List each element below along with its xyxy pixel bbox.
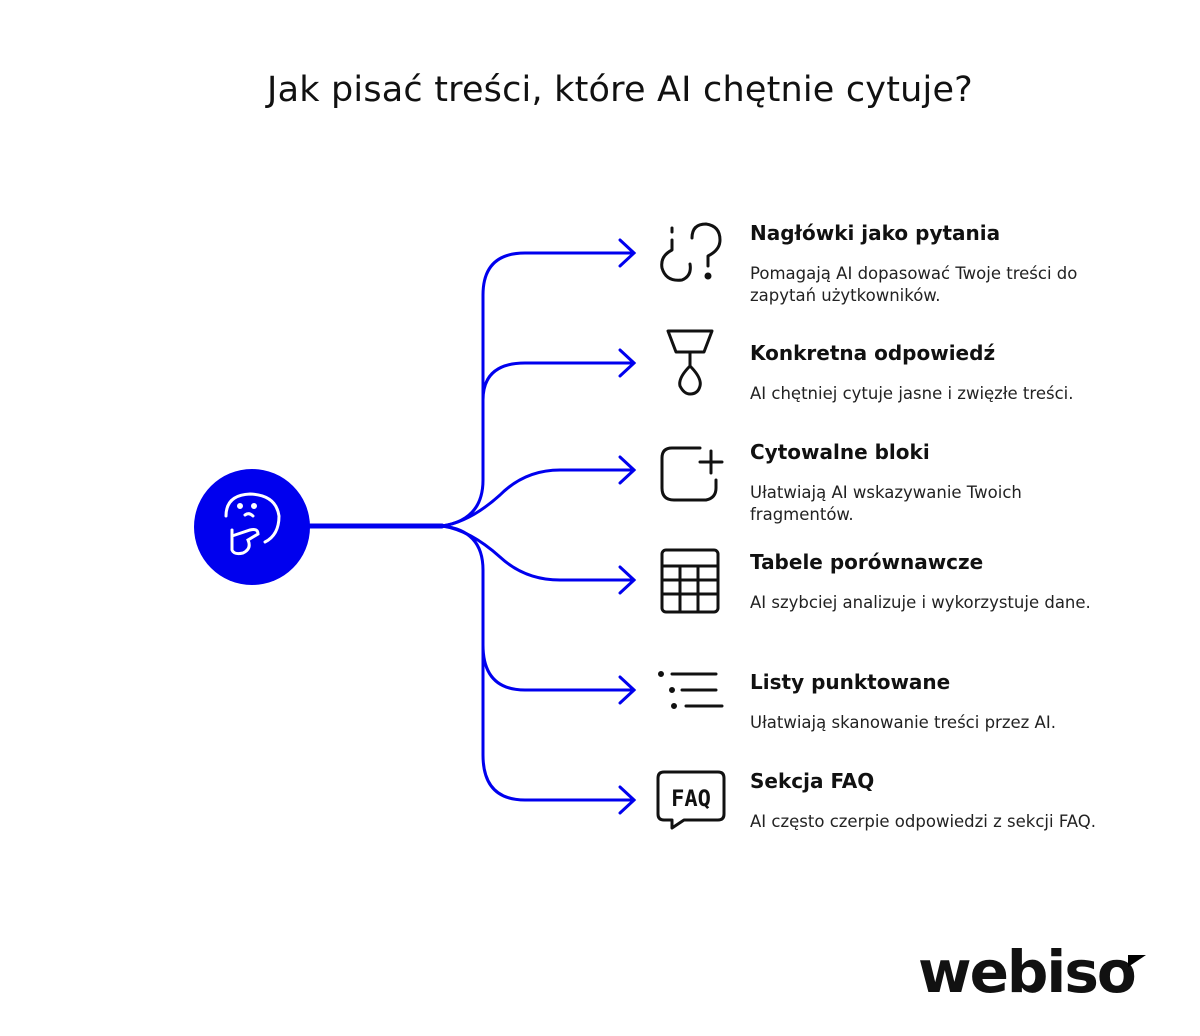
table-icon: [660, 548, 720, 614]
logo-accent-mark: [1128, 955, 1146, 967]
bullet-list-icon: [658, 671, 724, 709]
item-headings-as-questions: Nagłówki jako pytania Pomagają AI dopaso…: [750, 221, 1120, 307]
item-description: AI często czerpie odpowiedzi z sekcji FA…: [750, 812, 1097, 831]
item-bullet-lists: Listy punktowane Ułatwiają skanowanie tr…: [750, 670, 1120, 734]
item-faq-section: Sekcja FAQ AI często czerpie odpowiedzi …: [750, 769, 1120, 833]
item-title: Sekcja FAQ: [750, 769, 875, 793]
question-marks-icon: [660, 222, 722, 282]
add-block-icon: [660, 446, 724, 502]
branch-2: [481, 361, 635, 402]
item-description: Pomagają AI dopasować Twoje treści do za…: [750, 264, 1078, 305]
branch-6: [481, 618, 635, 802]
faq-bubble-icon: [656, 770, 726, 830]
item-title: Konkretna odpowiedź: [750, 341, 996, 365]
branch-5: [440, 524, 635, 692]
item-title: Tabele porównawcze: [750, 550, 984, 574]
item-title: Cytowalne bloki: [750, 440, 930, 464]
item-description: AI szybciej analizuje i wykorzystuje dan…: [750, 593, 1091, 612]
thinking-face-icon: [224, 492, 281, 556]
item-description: Ułatwiają skanowanie treści przez AI.: [750, 713, 1056, 732]
branch-1: [440, 251, 635, 528]
center-node: [194, 469, 310, 585]
item-title: Listy punktowane: [750, 670, 951, 694]
item-citable-blocks: Cytowalne bloki Ułatwiają AI wskazywanie…: [750, 440, 1120, 526]
item-title: Nagłówki jako pytania: [750, 221, 1001, 245]
item-comparison-tables: Tabele porównawcze AI szybciej analizuje…: [750, 550, 1120, 614]
lamp-icon: [666, 329, 714, 396]
arrowheads: [618, 238, 637, 815]
branch-4: [440, 524, 635, 582]
webiso-logo: webiso: [918, 938, 1137, 1006]
branch-3: [440, 468, 635, 528]
faq-icon-label: FAQ: [671, 787, 711, 812]
page-title: Jak pisać treści, które AI chętnie cytuj…: [267, 70, 973, 110]
item-concrete-answer: Konkretna odpowiedź AI chętniej cytuje j…: [750, 341, 1120, 405]
item-description: AI chętniej cytuje jasne i zwięzłe treśc…: [750, 384, 1074, 403]
item-description: Ułatwiają AI wskazywanie Twoich fragment…: [750, 483, 1022, 524]
